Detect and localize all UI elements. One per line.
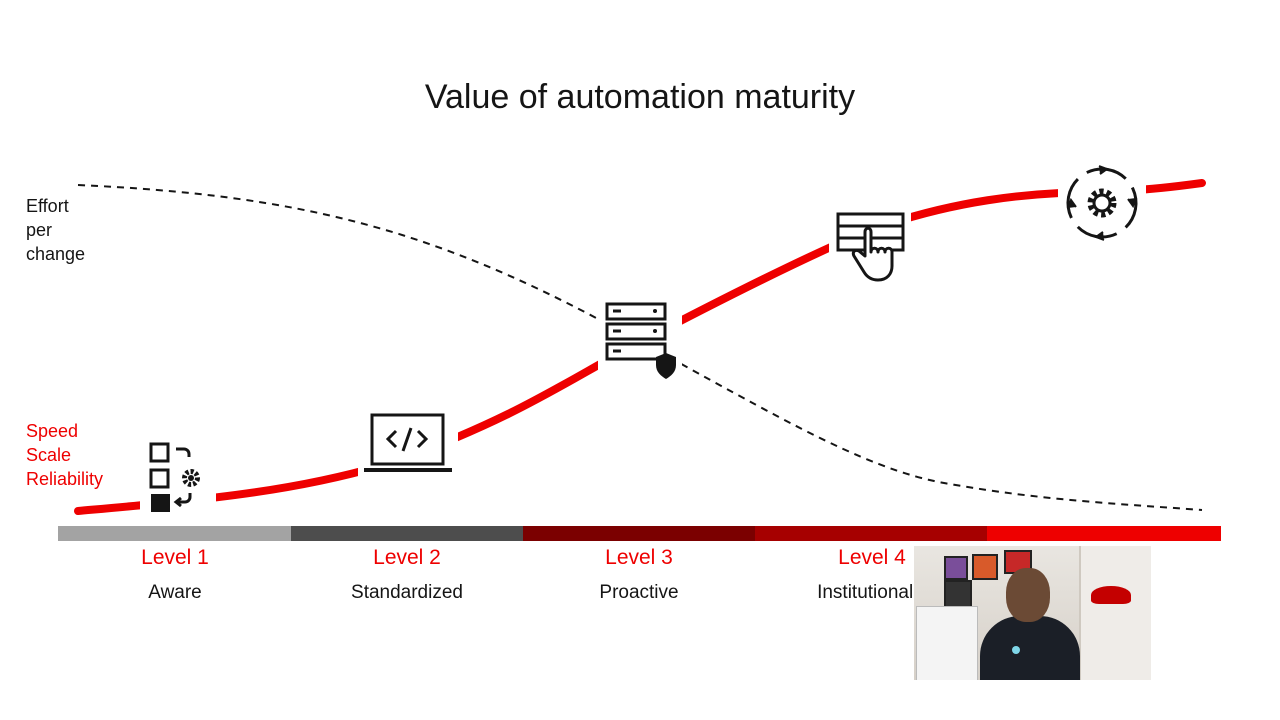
effort-curve xyxy=(77,184,1203,511)
level-name: Institutionaliz xyxy=(817,582,927,603)
level-name: Aware xyxy=(148,582,202,603)
shirt-logo-icon xyxy=(1012,646,1020,654)
wall-frame xyxy=(944,556,968,580)
level-bar-segment xyxy=(987,526,1221,541)
gear-cycle-icon xyxy=(1058,158,1146,248)
presenter-body xyxy=(980,616,1080,680)
level-name: Proactive xyxy=(599,582,679,603)
presenter-video[interactable] xyxy=(914,546,1151,680)
presenter-head xyxy=(1006,568,1050,622)
effort-label-line: change xyxy=(26,244,86,264)
effort-per-change-label: Effort per change xyxy=(26,194,85,266)
secure-server-icon xyxy=(598,296,682,382)
level-bar-segment xyxy=(58,526,291,541)
touch-console-icon xyxy=(829,206,911,290)
level-number: Level 4 xyxy=(838,546,906,569)
speed-label-line: Scale xyxy=(26,445,72,465)
red-hat-icon xyxy=(1091,586,1131,604)
level-bar-segment xyxy=(523,526,755,541)
slide-title: Value of automation maturity xyxy=(424,78,856,116)
level-number: Level 2 xyxy=(373,546,441,569)
bookshelf xyxy=(1079,546,1151,680)
effort-label-line: Effort xyxy=(26,196,69,216)
task-blocks-icon xyxy=(140,438,216,518)
level-bar-segment xyxy=(755,526,987,541)
level-bar-segment xyxy=(291,526,523,541)
level-2-label: Level 2 Standardized xyxy=(291,545,523,604)
wall-frame xyxy=(944,580,972,610)
laptop-code-icon xyxy=(358,408,458,482)
level-number: Level 3 xyxy=(605,546,673,569)
level-name: Standardized xyxy=(351,582,463,603)
speed-scale-reliability-label: Speed Scale Reliability xyxy=(26,419,103,491)
level-3-label: Level 3 Proactive xyxy=(523,545,755,604)
speed-label-line: Speed xyxy=(26,421,79,441)
level-1-label: Level 1 Aware xyxy=(59,545,291,604)
wall-frame xyxy=(972,554,998,580)
speed-label-line: Reliability xyxy=(26,469,104,489)
effort-label-line: per xyxy=(26,220,53,240)
level-number: Level 1 xyxy=(141,546,209,569)
level-4-label: Level 4 Institutionaliz xyxy=(756,545,988,604)
whiteboard xyxy=(916,606,978,680)
